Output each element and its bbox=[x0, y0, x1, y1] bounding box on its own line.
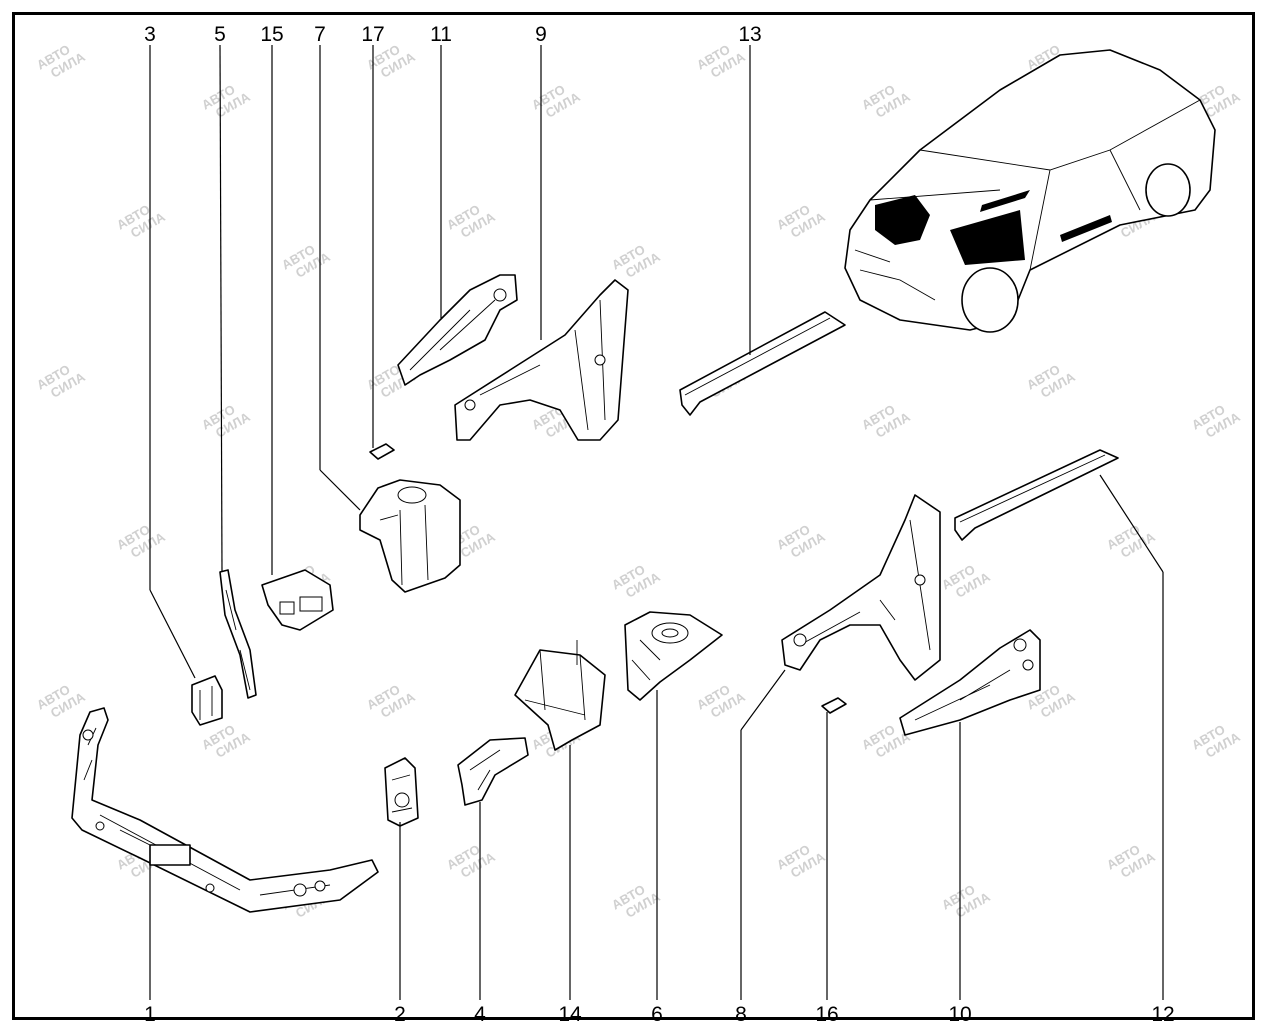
part-10-front-rail bbox=[899, 629, 1041, 736]
watermark-11: АВТОСИЛА bbox=[609, 237, 663, 285]
part-8-wheel-arch-panel bbox=[781, 494, 941, 681]
watermark-43: АВТОСИЛА bbox=[939, 877, 993, 925]
leader-lines bbox=[149, 44, 1164, 1000]
part-1-front-cross-member bbox=[71, 707, 379, 913]
callout-3: 3 bbox=[144, 23, 156, 46]
callout-17: 17 bbox=[361, 23, 384, 46]
watermark-15: АВТОСИЛА bbox=[34, 357, 88, 405]
part-4-bracket bbox=[457, 737, 529, 806]
watermark-44: АВТОСИЛА bbox=[1104, 837, 1158, 885]
watermark-40: АВТОСИЛА bbox=[444, 837, 498, 885]
callout-2: 2 bbox=[394, 1003, 406, 1026]
part-14-battery-tray bbox=[514, 640, 606, 751]
part-11-upper-rail bbox=[397, 274, 518, 386]
watermark-16: АВТОСИЛА bbox=[199, 397, 253, 445]
watermark-30: АВТОСИЛА bbox=[34, 677, 88, 725]
callout-10: 10 bbox=[948, 1003, 971, 1026]
watermark-8: АВТОСИЛА bbox=[114, 197, 168, 245]
watermark-21: АВТОСИЛА bbox=[1024, 357, 1078, 405]
watermark-42: АВТОСИЛА bbox=[774, 837, 828, 885]
watermark-32: АВТОСИЛА bbox=[364, 677, 418, 725]
callout-labels: 3 5 15 7 17 11 9 13 1 2 4 14 6 8 16 10 1… bbox=[144, 23, 1175, 1026]
part-9-wheel-arch-panel bbox=[454, 279, 629, 441]
callout-1: 1 bbox=[144, 1003, 156, 1026]
callout-15: 15 bbox=[260, 23, 283, 46]
callout-14: 14 bbox=[558, 1003, 582, 1026]
watermark-1: АВТОСИЛА bbox=[199, 77, 253, 125]
watermark-5: АВТОСИЛА bbox=[859, 77, 913, 125]
callout-7: 7 bbox=[314, 23, 326, 46]
callout-6: 6 bbox=[651, 1003, 663, 1026]
watermark-20: АВТОСИЛА bbox=[859, 397, 913, 445]
part-15-mount-bracket bbox=[261, 569, 334, 631]
watermark-10: АВТОСИЛА bbox=[444, 197, 498, 245]
part-2-bracket bbox=[384, 757, 419, 827]
part-6-shock-tower bbox=[624, 611, 723, 701]
watermark-0: АВТОСИЛА bbox=[34, 37, 88, 85]
callout-5: 5 bbox=[214, 23, 226, 46]
watermark-3: АВТОСИЛА bbox=[529, 77, 583, 125]
car-context-illustration bbox=[844, 49, 1216, 333]
callout-13: 13 bbox=[738, 23, 761, 46]
watermark-28: АВТОСИЛА bbox=[939, 557, 993, 605]
part-5-strut bbox=[219, 569, 257, 699]
watermark-41: АВТОСИЛА bbox=[609, 877, 663, 925]
callout-9: 9 bbox=[535, 23, 547, 46]
callout-16: 16 bbox=[815, 1003, 838, 1026]
part-3-bracket bbox=[191, 675, 223, 726]
watermark-37: АВТОСИЛА bbox=[1189, 717, 1243, 765]
watermark-34: АВТОСИЛА bbox=[694, 677, 748, 725]
watermark-22: АВТОСИЛА bbox=[1189, 397, 1243, 445]
part-12-sill-rail bbox=[954, 449, 1119, 541]
callout-8: 8 bbox=[735, 1003, 747, 1026]
watermark-31: АВТОСИЛА bbox=[199, 717, 253, 765]
callout-12: 12 bbox=[1151, 1003, 1174, 1026]
callout-4: 4 bbox=[474, 1003, 486, 1026]
part-17-small-plate bbox=[369, 443, 395, 460]
watermark-26: АВТОСИЛА bbox=[609, 557, 663, 605]
part-13-sill-rail bbox=[679, 311, 846, 416]
diagram-frame bbox=[12, 12, 1255, 1020]
callout-11: 11 bbox=[430, 23, 452, 46]
part-7-shock-tower bbox=[359, 479, 461, 593]
part-16-small-plate bbox=[821, 697, 847, 714]
watermark-23: АВТОСИЛА bbox=[114, 517, 168, 565]
watermark-35: АВТОСИЛА bbox=[859, 717, 913, 765]
watermark-27: АВТОСИЛА bbox=[774, 517, 828, 565]
watermark-9: АВТОСИЛА bbox=[279, 237, 333, 285]
watermark-12: АВТОСИЛА bbox=[774, 197, 828, 245]
